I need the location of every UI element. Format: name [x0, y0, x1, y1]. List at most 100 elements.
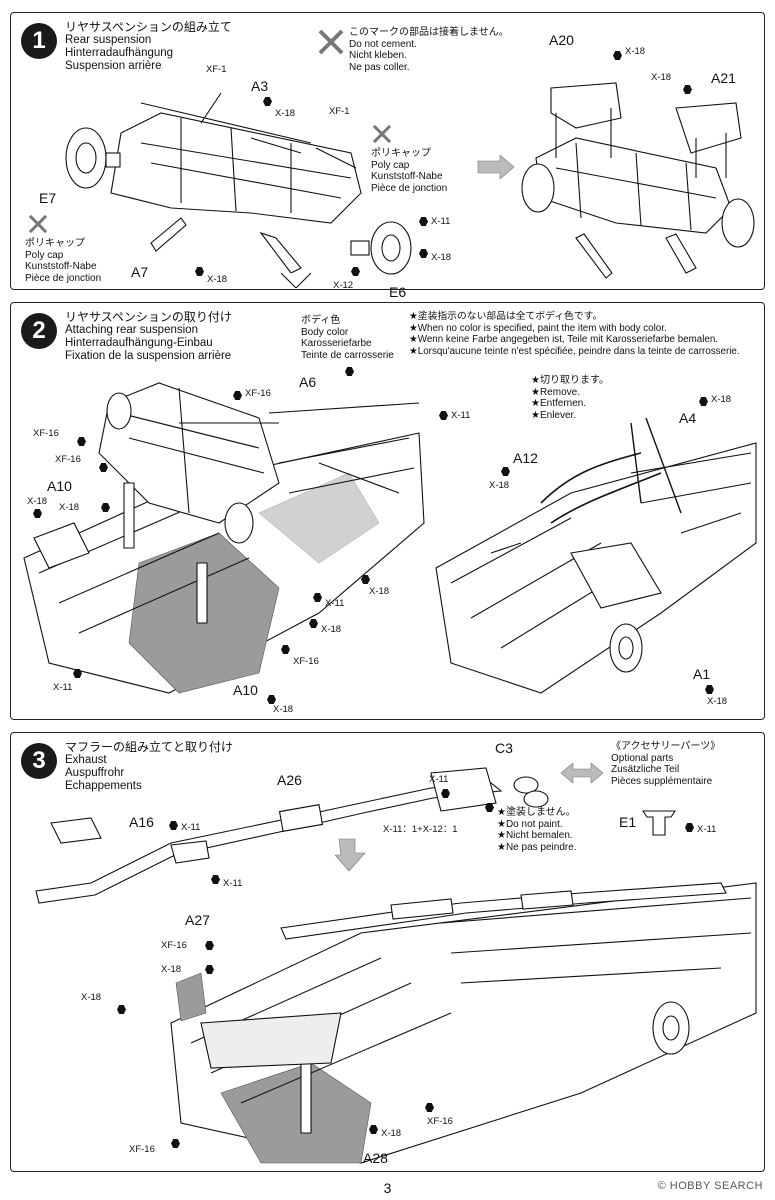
body-color-de: Karosseriefarbe — [301, 338, 372, 349]
swap-arrow-icon — [560, 762, 604, 784]
paint-code-label: XF-16 — [427, 1116, 453, 1127]
screw-nut-icon — [699, 397, 708, 406]
remove-fr: ★Enlever. — [531, 409, 577, 421]
heading-de: Hinterradaufhängung — [65, 47, 174, 59]
body-color-jp: ボディ色 — [301, 315, 341, 326]
heading-en: Rear suspension — [65, 34, 152, 46]
paint-code-label: XF-16 — [55, 454, 81, 465]
paint-note-jp: ★塗装指示のない部品は全てボディ色です。 — [409, 311, 603, 322]
no-cement-icon — [318, 29, 344, 55]
remove-de: ★Entfernen. — [531, 398, 587, 409]
screw-nut-icon — [205, 941, 214, 950]
paint-code-label: X-18 — [27, 496, 48, 507]
rear-suspension-assembled-drawing — [521, 82, 755, 279]
part-label: A21 — [711, 70, 736, 86]
screw-nut-icon — [171, 1139, 180, 1148]
screw-nut-icon — [425, 1103, 434, 1112]
no-cement-note: このマークの部品は接着しません。 Do not cement. Nicht kl… — [349, 27, 509, 73]
page-number: 3 — [383, 1180, 392, 1196]
part-label: A1 — [693, 666, 711, 682]
poly-cap-note-left: ポリキャップ Poly cap Kunststoff-Nabe Pièce de… — [25, 238, 101, 284]
no-paint-fr: ★Ne pas peindre. — [497, 841, 577, 853]
part-label: A16 — [129, 814, 154, 830]
screw-nut-icon — [439, 411, 448, 420]
screw-nut-icon — [351, 267, 360, 276]
paint-code-label: X-18 — [651, 72, 672, 83]
paint-code-label: X-11 — [697, 824, 717, 835]
screw-nut-icon — [195, 267, 204, 276]
paint-code-label: XF-16 — [33, 428, 59, 439]
screw-nut-icon — [419, 249, 428, 258]
poly-cap-jp: ポリキャップ — [25, 238, 85, 249]
no-cement-de: Nicht kleben. — [349, 50, 407, 61]
screw-nut-icon — [33, 509, 42, 518]
heading-jp: マフラーの組み立てと取り付け — [65, 740, 234, 754]
paint-note-en: ★When no color is specified, paint the i… — [409, 322, 667, 334]
paint-code-label: X-18 — [489, 480, 510, 491]
poly-cap-jp: ポリキャップ — [371, 148, 431, 159]
part-label: A27 — [185, 912, 210, 928]
part-label: E1 — [619, 814, 637, 830]
paint-code-label: X-12 — [333, 280, 354, 291]
body-color-en: Body color — [301, 326, 349, 338]
paint-code-label: X-18 — [381, 1128, 402, 1139]
paint-code-label: X-18 — [275, 108, 296, 119]
optional-parts-box: 《アクセサリーパーツ》 Optional parts Zusätzliche T… — [611, 741, 720, 787]
paint-code-label: X-18 — [321, 624, 342, 635]
step-2-panel: 2 リヤサスペンションの取り付け Attaching rear suspensi… — [10, 302, 765, 720]
heading-de: Auspuffrohr — [65, 767, 125, 779]
heading-en: Attaching rear suspension — [65, 324, 198, 336]
paint-mix-label: X-11：1+X-12：1 — [383, 824, 458, 835]
screw-nut-icon — [267, 695, 276, 704]
body-color-note: ボディ色 Body color Karosseriefarbe Teinte d… — [301, 315, 394, 361]
paint-code-label: X-11 — [181, 822, 201, 833]
screw-nut-icon — [77, 437, 86, 446]
part-label: A4 — [679, 410, 697, 426]
step-1-panel: 1 リヤサスペンションの組み立て Rear suspension Hinterr… — [10, 12, 765, 299]
down-arrow-icon — [334, 838, 366, 872]
screw-nut-icon — [281, 645, 290, 654]
paint-code-label: X-18 — [431, 252, 452, 263]
poly-cap-note-right: ポリキャップ Poly cap Kunststoff-Nabe Pièce de… — [371, 148, 447, 194]
part-label: A6 — [299, 374, 317, 390]
poly-cap-fr: Pièce de jonction — [371, 182, 448, 194]
paint-code-label: XF-16 — [161, 940, 187, 951]
next-step-arrow-icon — [477, 154, 515, 180]
step-heading: マフラーの組み立てと取り付け Exhaust Auspuffrohr Echap… — [65, 741, 233, 793]
part-label: A10 — [233, 682, 258, 698]
paint-code-label: X-11 — [451, 410, 471, 421]
paint-code-label: X-11 — [325, 598, 345, 609]
chassis-exhaust-installed-drawing — [170, 882, 757, 1164]
poly-cap-icon — [372, 124, 392, 144]
paint-note-fr: ★Lorsqu'aucune teinte n'est spécifiée, p… — [409, 345, 740, 357]
part-label: C3 — [495, 740, 513, 756]
paint-code-label: X-18 — [59, 502, 80, 513]
screw-nut-icon — [501, 467, 510, 476]
poly-cap-fr: Pièce de jonction — [25, 272, 102, 284]
paint-code-label: X-11 — [53, 682, 73, 693]
optional-part-e1-drawing — [641, 810, 677, 836]
part-label: A28 — [363, 1150, 388, 1166]
optional-fr: Pièces supplémentaire — [611, 775, 713, 787]
screw-nut-icon — [73, 669, 82, 678]
paint-code-label: X-18 — [625, 46, 646, 57]
paint-code-label: XF-16 — [129, 1144, 155, 1155]
screw-nut-icon — [361, 575, 370, 584]
step-number: 3 — [21, 743, 57, 779]
screw-nut-icon — [211, 875, 220, 884]
step-3-panel: 3 マフラーの組み立てと取り付け Exhaust Auspuffrohr Ech… — [10, 732, 765, 1172]
heading-en: Exhaust — [65, 754, 107, 766]
poly-cap-de: Kunststoff-Nabe — [371, 171, 443, 182]
poly-cap-en: Poly cap — [371, 159, 410, 171]
paint-instruction-note: ★塗装指示のない部品は全てボディ色です。 ★When no color is s… — [409, 311, 740, 357]
heading-jp: リヤサスペンションの組み立て — [65, 20, 232, 34]
step-heading: リヤサスペンションの組み立て Rear suspension Hinterrad… — [65, 21, 232, 73]
paint-code-label: X-18 — [81, 992, 102, 1003]
paint-code-label: X-18 — [707, 696, 728, 707]
part-label: A20 — [549, 32, 574, 48]
screw-nut-icon — [419, 217, 428, 226]
paint-code-label: X-11 — [431, 216, 451, 227]
paint-code-label: X-18 — [711, 394, 732, 405]
paint-code-label: X-18 — [369, 586, 390, 597]
chassis-with-brake-lines-drawing — [435, 417, 757, 694]
